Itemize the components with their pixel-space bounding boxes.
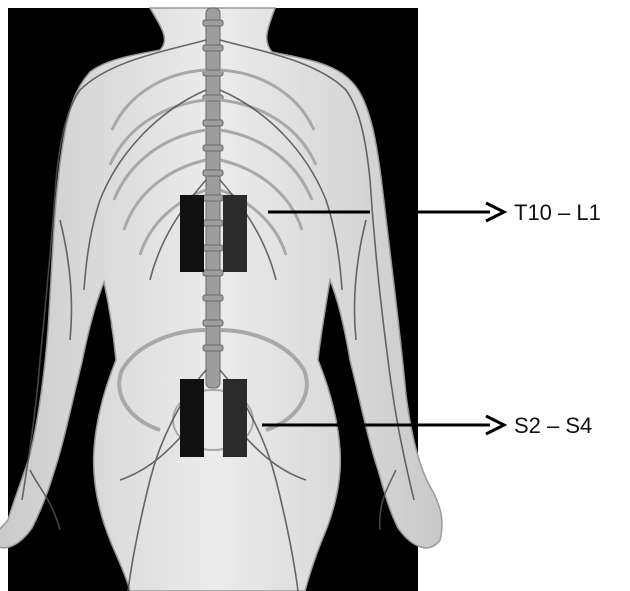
electrode-pad-lower-right [223,379,247,457]
electrode-pad-lower-left [180,379,204,457]
electrode-pad-upper-right [223,195,247,272]
label-lower: S2 – S4 [514,413,592,438]
electrode-pad-upper-left [180,195,204,272]
label-upper: T10 – L1 [514,200,601,225]
